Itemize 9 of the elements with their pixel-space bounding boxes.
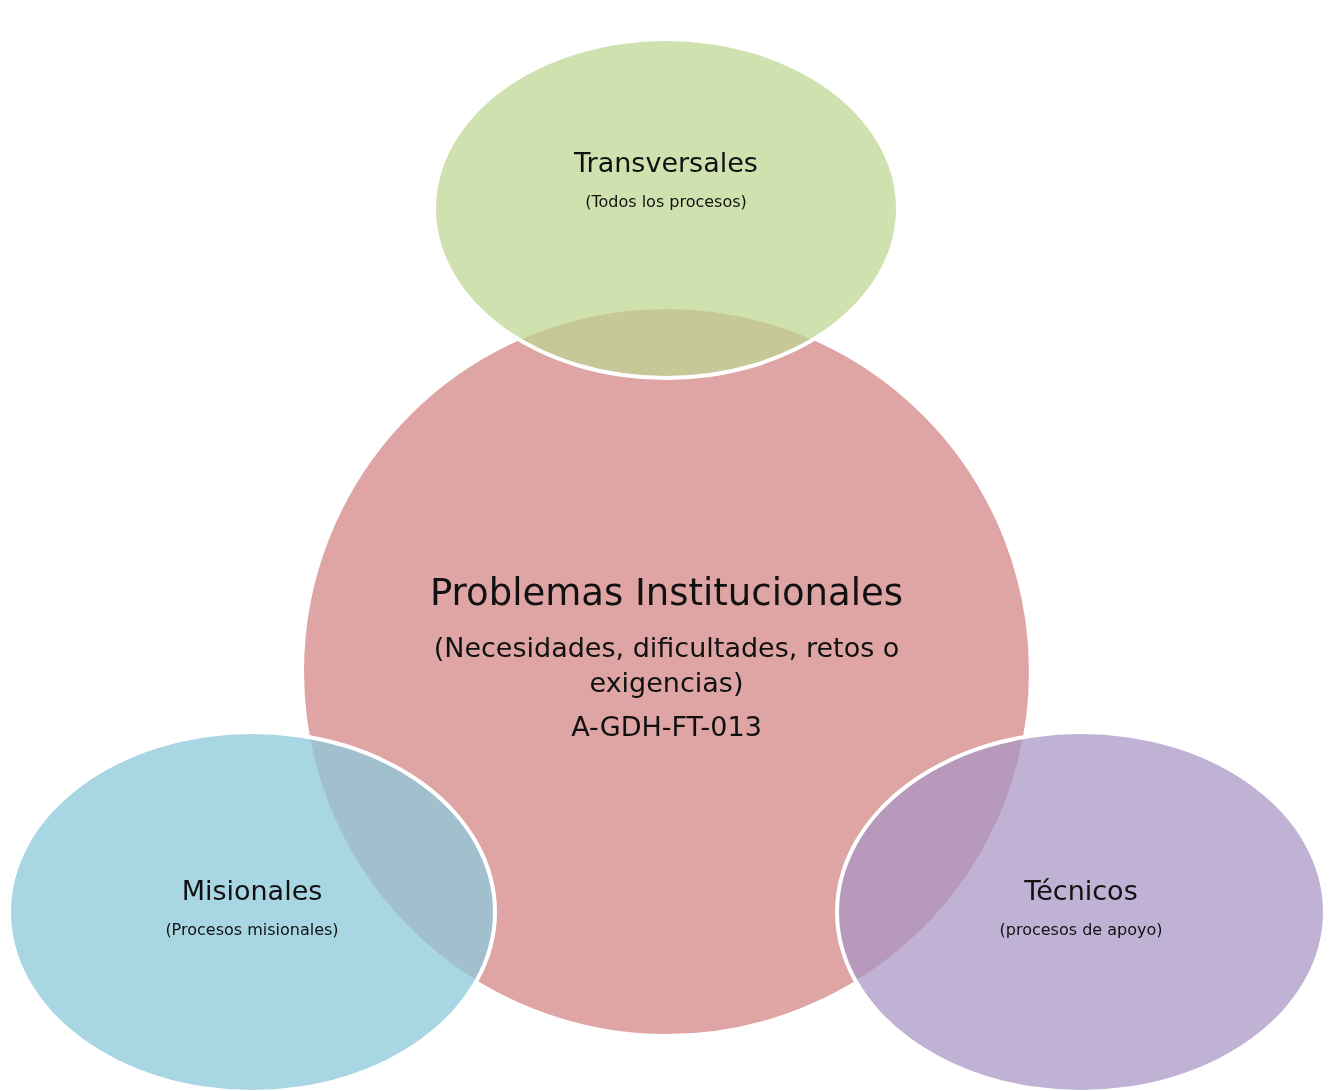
node-title: Transversales <box>574 146 758 178</box>
node-subtitle: (procesos de apoyo) <box>999 920 1163 941</box>
node-title: Misionales <box>181 875 323 907</box>
node-subtitle: (Necesidades, dificultades, retos o exigencias) <box>432 631 901 701</box>
node-title: Técnicos <box>1024 875 1138 907</box>
node-subtitle: (Procesos misionales) <box>165 920 339 941</box>
node-subtitle: (Todos los procesos) <box>585 191 747 213</box>
node-title: Problemas Institucionales <box>429 571 904 615</box>
node-subtitle: A-GDH-FT-013 <box>571 709 762 744</box>
